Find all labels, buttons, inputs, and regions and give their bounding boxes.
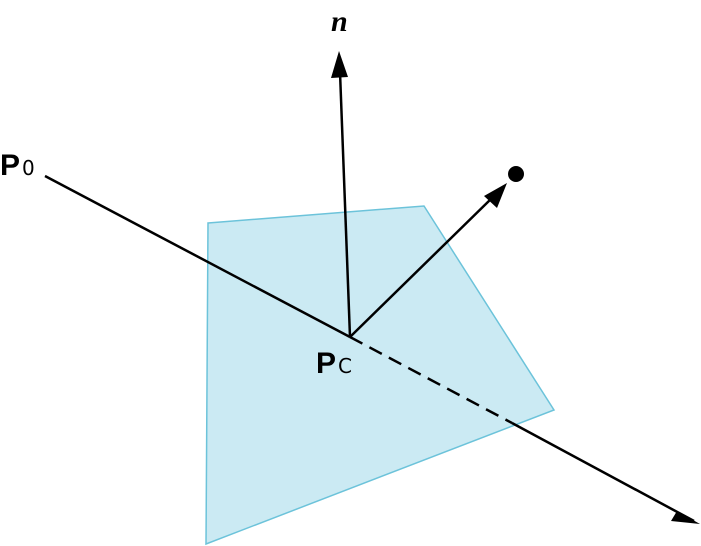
pc-label-main: P — [316, 347, 336, 380]
normal-arrowhead — [331, 51, 348, 78]
point-vector-arrowhead — [484, 183, 507, 208]
p0-label-main: P — [0, 149, 20, 182]
ray-segment-exit — [511, 421, 695, 523]
ray-segment-hidden — [349, 335, 513, 425]
pc-label-sub: C — [338, 354, 352, 378]
normal-vector — [338, 71, 352, 338]
ray-arrowhead — [671, 511, 700, 524]
ray-segment-p0-to-pc — [44, 174, 351, 339]
target-point — [508, 166, 524, 182]
plane — [205, 205, 556, 546]
p0-label-sub: 0 — [22, 156, 35, 180]
point-vector — [349, 196, 494, 338]
normal-label: n — [331, 5, 348, 38]
